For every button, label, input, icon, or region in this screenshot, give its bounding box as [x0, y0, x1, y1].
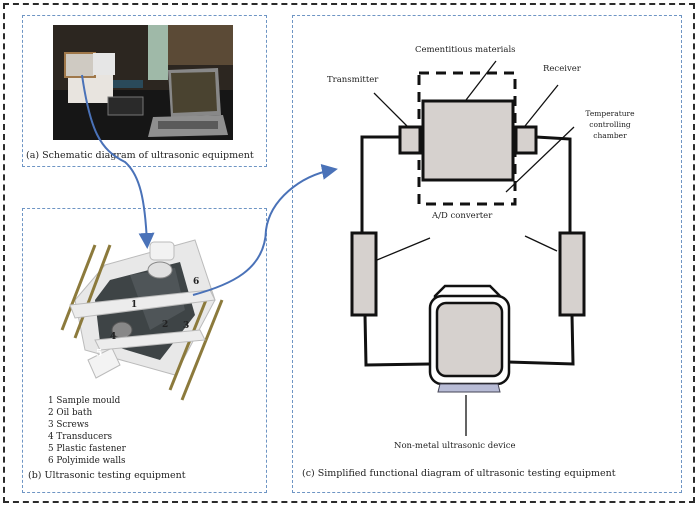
label-ad-converter: A/D converter: [432, 211, 493, 221]
legend-item: 2 Oil bath: [48, 408, 93, 418]
receiver-block: [514, 125, 538, 155]
panel-b-caption: (b) Ultrasonic testing equipment: [28, 470, 186, 481]
part-number-1: 1: [131, 300, 138, 310]
legend-item: 6 Polyimide walls: [48, 456, 126, 466]
arrow-apparatus-to-diagram: [192, 163, 338, 296]
ad-converter-left: [350, 231, 378, 317]
legend-item: 3 Screws: [48, 420, 89, 430]
part-number-3: 3: [183, 321, 190, 331]
label-ultrasonic-device: Non-metal ultrasonic device: [394, 441, 516, 451]
panel-c: [292, 15, 682, 493]
panel-c-caption: (c) Simplified functional diagram of ult…: [302, 468, 616, 479]
legend-item: 4 Transducers: [48, 432, 113, 442]
part-number-6: 6: [193, 277, 200, 287]
part-number-5: 5: [96, 349, 103, 359]
label-temperature-chamber: Temperature controlling chamber: [585, 109, 635, 140]
legend-item: 1 Sample mould: [48, 396, 121, 406]
label-cementitious-materials: Cementitious materials: [415, 45, 516, 55]
part-number-2: 2: [162, 320, 169, 330]
ad-converter-right: [558, 231, 586, 317]
arrow-photo-to-apparatus: [81, 74, 155, 249]
lab-equipment-photo: [53, 25, 233, 140]
label-transmitter: Transmitter: [327, 75, 379, 85]
parts-legend: 1 Sample mould 2 Oil bath 3 Screws 4 Tra…: [48, 395, 126, 467]
panel-a-caption: (a) Schematic diagram of ultrasonic equi…: [26, 150, 254, 161]
legend-item: 5 Plastic fastener: [48, 444, 126, 454]
panel-a: [22, 15, 267, 167]
part-number-4: 4: [110, 332, 117, 342]
figure-outer-frame: [3, 3, 695, 503]
cementitious-sample: [421, 99, 515, 182]
label-receiver: Receiver: [543, 64, 581, 74]
transmitter-block: [398, 125, 422, 155]
